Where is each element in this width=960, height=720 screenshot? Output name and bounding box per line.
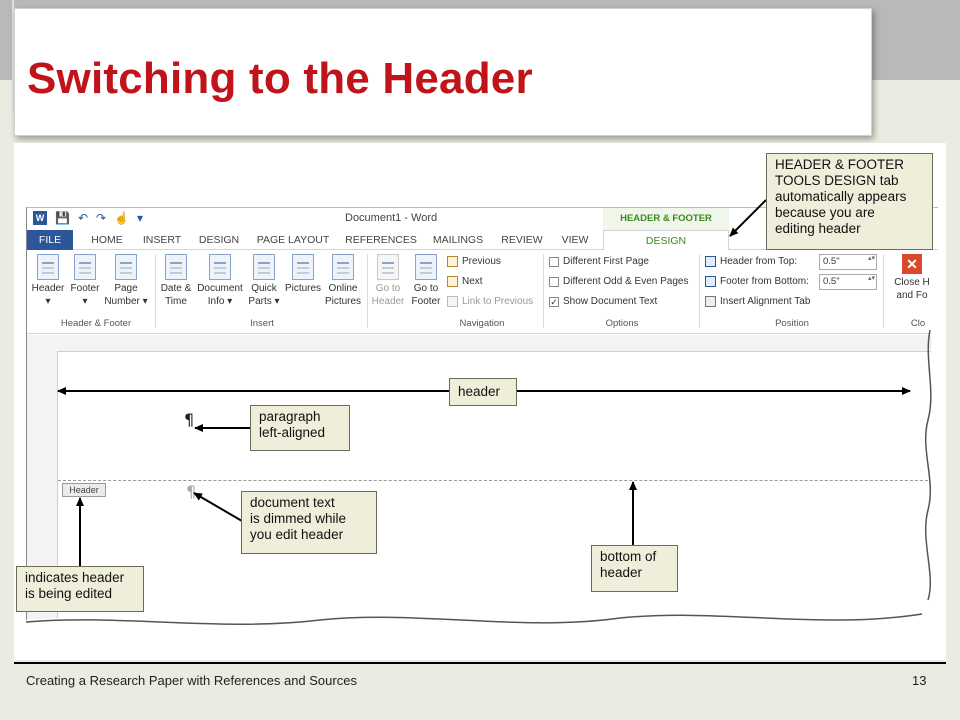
- tab-page-layout[interactable]: PAGE LAYOUT: [256, 234, 330, 246]
- tab-insert[interactable]: INSERT: [142, 234, 182, 246]
- footer-rule: [14, 662, 946, 664]
- tab-mailings[interactable]: MAILINGS: [432, 234, 484, 246]
- page-number-icon: [115, 254, 137, 280]
- group-separator: [543, 254, 544, 328]
- go-to-header-icon: [377, 254, 399, 280]
- callout-indicates-header: indicates header is being edited: [16, 566, 144, 612]
- context-tab-label: HEADER & FOOTER TOOLS: [603, 208, 729, 246]
- different-odd-even-checkbox[interactable]: Different Odd & Even Pages: [549, 276, 688, 287]
- redo-icon[interactable]: ↷: [96, 211, 107, 225]
- tab-references[interactable]: REFERENCES: [345, 234, 417, 246]
- checkbox-unchecked-icon: [549, 276, 559, 287]
- go-to-footer-button[interactable]: Go to Footer: [407, 254, 445, 308]
- window-title: Document1 - Word: [345, 212, 438, 224]
- body-paragraph-mark: ¶: [186, 482, 197, 501]
- date-time-button[interactable]: Date & Time: [157, 254, 195, 308]
- group-separator: [155, 254, 156, 328]
- header-indicator-tag: Header: [62, 483, 106, 497]
- callout-paragraph: paragraph left-aligned: [250, 405, 350, 451]
- different-first-page-checkbox[interactable]: Different First Page: [549, 256, 649, 267]
- group-label-close: Clo: [910, 318, 926, 329]
- header-paragraph-mark: ¶: [184, 410, 195, 429]
- callout-design-tab: HEADER & FOOTER TOOLS DESIGN tab automat…: [766, 153, 933, 250]
- slide-left-line: [12, 0, 14, 110]
- ribbon-tab-bar: FILE HOME INSERT DESIGN PAGE LAYOUT REFE…: [27, 230, 938, 251]
- show-document-text-checkbox[interactable]: ✓ Show Document Text: [549, 296, 658, 307]
- group-separator: [699, 254, 700, 328]
- previous-button[interactable]: Previous: [447, 256, 501, 267]
- slide-title: Switching to the Header: [27, 54, 533, 103]
- previous-icon: [447, 256, 458, 267]
- group-label-position: Position: [775, 318, 809, 329]
- header-position-icon: [705, 256, 716, 267]
- tab-review[interactable]: REVIEW: [501, 234, 543, 246]
- page-number: 13: [912, 673, 927, 688]
- quick-parts-icon: [253, 254, 275, 280]
- footer-button[interactable]: Footer ▾: [67, 254, 103, 308]
- tab-view[interactable]: VIEW: [561, 234, 589, 246]
- close-icon: ✕: [902, 254, 922, 274]
- word-window: W 💾 ↶ ↷ ☝ ▾ Document1 - Word HEADER & FO…: [26, 207, 938, 627]
- quick-access-toolbar: W 💾 ↶ ↷ ☝ ▾: [33, 211, 143, 225]
- checkbox-unchecked-icon: [549, 256, 559, 267]
- insert-alignment-tab-button[interactable]: Insert Alignment Tab: [705, 296, 810, 307]
- customize-qat-icon[interactable]: ▾: [137, 211, 144, 225]
- tab-file[interactable]: FILE: [27, 230, 73, 250]
- pictures-icon: [292, 254, 314, 280]
- go-to-header-button[interactable]: Go to Header: [369, 254, 407, 308]
- document-info-button[interactable]: Document Info ▾: [195, 254, 245, 308]
- group-label-header-footer: Header & Footer: [60, 318, 132, 329]
- group-label-insert: Insert: [250, 318, 274, 329]
- word-app-icon: W: [33, 211, 47, 225]
- ribbon: Header ▾ Footer ▾ Page Number ▾ Header &…: [27, 250, 938, 334]
- next-icon: [447, 276, 458, 287]
- link-icon: [447, 296, 458, 307]
- page-number-button[interactable]: Page Number ▾: [103, 254, 149, 308]
- footer-text: Creating a Research Paper with Reference…: [26, 673, 357, 688]
- calendar-icon: [165, 254, 187, 280]
- checkbox-checked-icon: ✓: [549, 296, 559, 307]
- tab-home[interactable]: HOME: [91, 234, 123, 246]
- header-boundary-line: [58, 480, 938, 481]
- tab-header-footer-design[interactable]: DESIGN: [603, 230, 729, 251]
- online-pictures-icon: [332, 254, 354, 280]
- header-from-top-label: Header from Top:: [705, 256, 797, 267]
- callout-dimmed-text: document text is dimmed while you edit h…: [241, 491, 377, 554]
- footer-position-icon: [705, 276, 716, 287]
- document-info-icon: [209, 254, 231, 280]
- footer-from-bottom-spinner[interactable]: 0.5": [819, 274, 877, 290]
- header-icon: [37, 254, 59, 280]
- go-to-footer-icon: [415, 254, 437, 280]
- header-from-top-spinner[interactable]: 0.5": [819, 254, 877, 270]
- tab-design[interactable]: DESIGN: [198, 234, 240, 246]
- alignment-tab-icon: [705, 296, 716, 307]
- link-to-previous-button[interactable]: Link to Previous: [447, 296, 533, 307]
- slide-title-box: Switching to the Header: [14, 8, 872, 136]
- quick-parts-button[interactable]: Quick Parts ▾: [245, 254, 283, 308]
- touch-mode-icon[interactable]: ☝: [114, 211, 130, 225]
- next-button[interactable]: Next: [447, 276, 483, 287]
- header-button[interactable]: Header ▾: [29, 254, 67, 308]
- pictures-button[interactable]: Pictures: [283, 254, 323, 295]
- online-pictures-button[interactable]: Online Pictures: [323, 254, 363, 308]
- close-header-footer-button[interactable]: ✕ Close H and Fo: [894, 254, 930, 301]
- callout-header: header: [449, 378, 517, 406]
- group-separator: [883, 254, 884, 328]
- save-icon[interactable]: 💾: [55, 211, 70, 225]
- footer-icon: [74, 254, 96, 280]
- undo-icon[interactable]: ↶: [77, 211, 89, 225]
- group-label-options: Options: [605, 318, 639, 329]
- group-label-navigation: Navigation: [459, 318, 505, 329]
- group-separator: [367, 254, 368, 328]
- footer-from-bottom-label: Footer from Bottom:: [705, 276, 809, 287]
- callout-bottom-of-header: bottom of header: [591, 545, 678, 592]
